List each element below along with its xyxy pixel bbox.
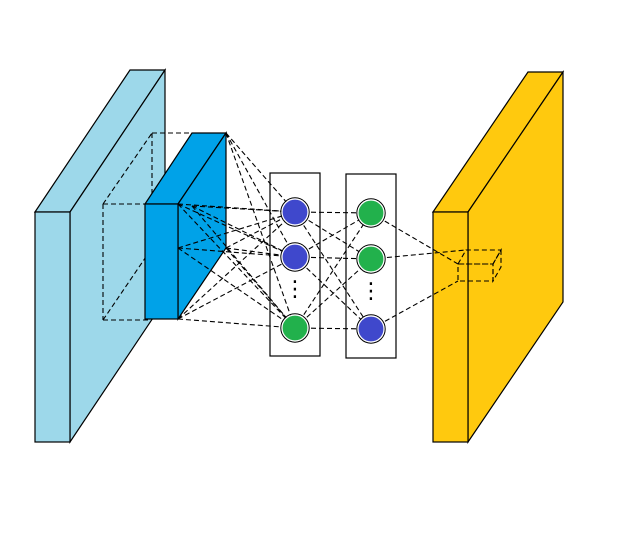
hidden-layer-2-box [345, 173, 397, 359]
hidden-layer-2-node-outline [356, 314, 386, 344]
hidden-layer-1-ellipsis: ⋮ [284, 277, 306, 302]
edge-feature-to-h1 [225, 132, 296, 329]
neurons [280, 197, 386, 344]
edge-feature-to-h1 [191, 205, 296, 213]
hidden-layer-2-node-outline [356, 198, 386, 228]
hidden-layer-1-node-outline [280, 197, 310, 227]
hidden-layer-1-node-green [281, 314, 309, 342]
edge-h1-to-h2 [294, 212, 372, 329]
hidden-layer-2-ellipsis: ⋮ [360, 279, 382, 304]
feature-map-front [144, 203, 179, 320]
hidden-layer-2-node-green [357, 245, 385, 273]
edge-feature-to-h1 [191, 205, 296, 258]
hidden-layer-2-node-blue [357, 315, 385, 343]
edge-feature-to-h1 [177, 211, 296, 320]
output-volume [431, 70, 565, 444]
edge-feature-to-h1 [177, 203, 296, 258]
edge-feature-to-h1 [177, 203, 296, 329]
input-volume-front [34, 211, 71, 443]
feature-map-volume [143, 131, 228, 321]
edge-feature-to-h1 [177, 247, 296, 258]
edge-h2-to-output [370, 212, 459, 265]
hidden-layer-1-node-outline [280, 242, 310, 272]
hidden-layer-1-node-outline [280, 313, 310, 343]
edge-h2-to-output [370, 280, 459, 330]
hidden-layer-1-box [269, 172, 321, 357]
hidden-layer-1-node-blue [281, 243, 309, 271]
receptive-field [102, 132, 190, 321]
output-cell-cube [457, 247, 502, 284]
edge-h1-to-h2 [294, 258, 372, 329]
edge-feature-to-h1 [225, 132, 296, 213]
output-volume-front [432, 211, 469, 443]
edge-feature-to-h1 [225, 132, 296, 258]
hidden-layer-2-node-outline [356, 244, 386, 274]
edge-feature-to-h1 [177, 318, 296, 329]
edge-feature-to-h1 [191, 205, 296, 329]
edge-feature-to-h1 [225, 247, 296, 329]
hidden-layer-1-node-blue [281, 198, 309, 226]
edge-feature-to-h1 [177, 211, 296, 249]
edge-h1-to-h2 [294, 211, 372, 330]
hidden-layer-2-node-green [357, 199, 385, 227]
input-volume [33, 68, 167, 444]
edge-feature-to-h1 [177, 256, 296, 320]
